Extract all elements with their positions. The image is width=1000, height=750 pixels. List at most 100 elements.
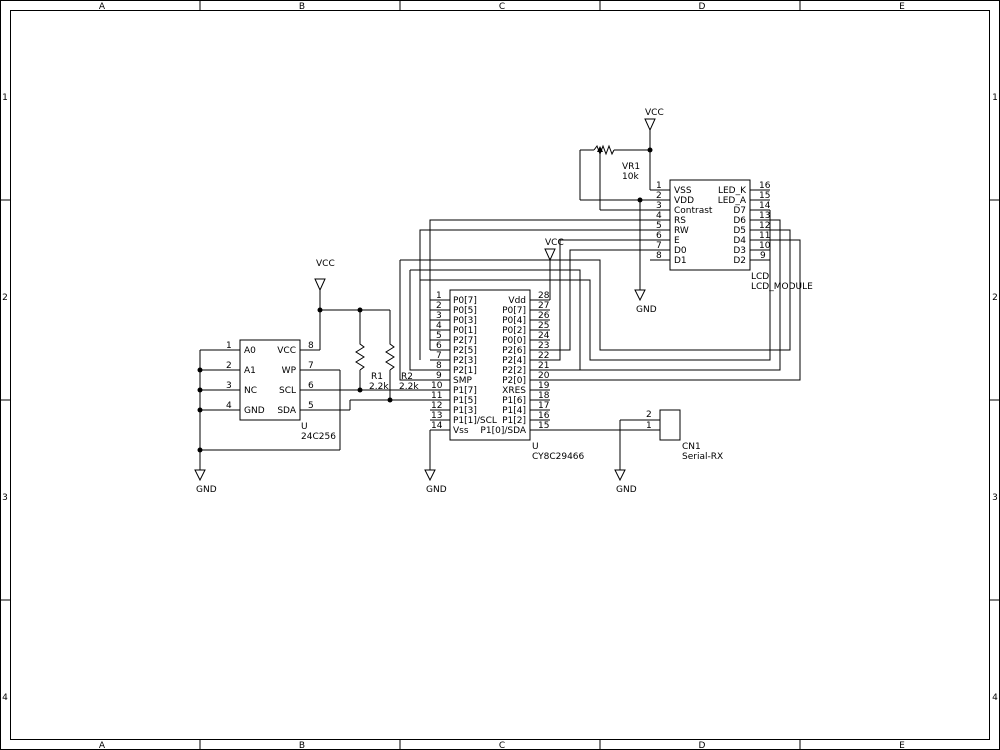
connector-ref: CN1 — [682, 442, 701, 452]
lcd-pin-number: 14 — [759, 201, 771, 211]
lcd-pin-name: VSS — [674, 186, 692, 196]
resistor-ref: R2 — [401, 372, 413, 382]
junction-dot — [197, 387, 203, 393]
mcu-pin-name: P1[5] — [453, 396, 477, 406]
mcu-value: CY8C29466 — [532, 452, 585, 462]
eeprom-24c256[interactable]: 1 2 3 4 A0 A1 NC GND 8 7 6 5 VCC WP SCL … — [200, 339, 360, 442]
frame-column-label: A — [99, 741, 106, 750]
lcd-pin-number: 16 — [759, 181, 771, 191]
eeprom-pin-number: 6 — [308, 381, 314, 391]
frame-column-label: C — [499, 2, 505, 12]
frame-row-label: 3 — [992, 493, 998, 503]
lcd-pin-name: RW — [674, 226, 689, 236]
lcd-pin-number: 12 — [759, 221, 770, 231]
frame-row-label: 2 — [992, 293, 998, 303]
lcd-pin-number: 13 — [759, 211, 770, 221]
frame-column-label: D — [699, 2, 706, 12]
mcu-pin-number: 1 — [436, 291, 442, 301]
mcu-pin-number: 20 — [538, 371, 550, 381]
lcd-pin-number: 8 — [656, 251, 662, 261]
frame-column-label: E — [899, 741, 905, 750]
potentiometer-vr1[interactable]: VR1 10k — [593, 144, 640, 182]
eeprom-pin-name: SDA — [277, 406, 296, 416]
mcu-cy8c29466[interactable]: U CY8C29466 — [449, 289, 585, 462]
mcu-pin-name: P0[3] — [453, 316, 477, 326]
lcd-pin-number: 15 — [759, 191, 770, 201]
connector-pin-number: 2 — [646, 410, 652, 420]
junction-dot — [197, 367, 203, 373]
mcu-pin-number: 8 — [436, 361, 442, 371]
lcd-pin-name: RS — [674, 216, 686, 226]
lcd-pin-name: D6 — [733, 216, 746, 226]
mcu-pin-number: 18 — [538, 391, 550, 401]
mcu-pin-name: P1[7] — [453, 386, 477, 396]
resistor-value: 2.2k — [399, 382, 419, 392]
mcu-pin-name: P2[4] — [502, 356, 526, 366]
eeprom-value: 24C256 — [301, 432, 336, 442]
mcu-pin-name: P1[3] — [453, 406, 477, 416]
lcd-module[interactable]: 1 2 3 4 5 6 7 8 VSS VDD Contrast RS RW E… — [640, 179, 813, 292]
mcu-pin-name: P0[1] — [453, 326, 477, 336]
mcu-pin-number: 28 — [538, 291, 550, 301]
eeprom-pin-number: 4 — [226, 401, 232, 411]
connector-value: Serial-RX — [682, 452, 723, 462]
mcu-pin-name: P1[1]/SCL — [453, 416, 497, 426]
lcd-pin-number: 4 — [656, 211, 662, 221]
mcu-pin-number: 5 — [436, 331, 442, 341]
vcc-symbol: VCC — [314, 259, 335, 292]
junction-dot — [197, 407, 203, 413]
lcd-pin-name: D1 — [674, 256, 687, 266]
lcd-pin-number: 9 — [760, 251, 766, 261]
lcd-value: LCD_MODULE — [751, 282, 813, 292]
frame-column-label: B — [299, 2, 305, 12]
frame-column-label: C — [499, 741, 505, 750]
mcu-pin-number: 14 — [431, 421, 443, 431]
pot-ref: VR1 — [622, 162, 640, 172]
vcc-label: VCC — [316, 259, 335, 269]
pot-value: 10k — [622, 172, 639, 182]
mcu-pin-number: 22 — [538, 351, 549, 361]
lcd-pin-name: VDD — [674, 196, 694, 206]
frame-row-label: 2 — [2, 293, 8, 303]
mcu-pin-name: P0[0] — [502, 336, 526, 346]
mcu-pin-name: P0[7] — [502, 306, 526, 316]
resistor-r1[interactable]: R1 2.2k — [355, 340, 389, 392]
mcu-pin-number: 10 — [431, 381, 443, 391]
mcu-pin-name: P0[7] — [453, 296, 477, 306]
lcd-pin-name: LED_A — [718, 196, 747, 206]
resistor-r2[interactable]: R2 2.2k — [385, 340, 419, 392]
mcu-pin-number: 16 — [538, 411, 550, 421]
mcu-ref: U — [532, 442, 539, 452]
frame-column-label: B — [299, 741, 305, 750]
vcc-label: VCC — [645, 108, 664, 118]
mcu-pin-name: Vss — [453, 426, 469, 436]
junction-dot — [317, 307, 323, 313]
eeprom-pin-name: NC — [244, 386, 257, 396]
mcu-pins: 1 2 3 4 5 6 7 8 9 10 11 12 13 14 P0[7] P… — [430, 291, 550, 436]
mcu-pin-name: P2[0] — [502, 376, 526, 386]
frame-row-label: 1 — [2, 93, 8, 103]
mcu-pin-name: P2[3] — [453, 356, 477, 366]
mcu-pin-name: P1[2] — [502, 416, 526, 426]
mcu-pin-name: P1[4] — [502, 406, 526, 416]
mcu-pin-number: 3 — [436, 311, 442, 321]
eeprom-pin-name: WP — [282, 366, 297, 376]
eeprom-pin-number: 1 — [226, 341, 232, 351]
mcu-pin-number: 17 — [538, 401, 549, 411]
mcu-pin-name: P0[2] — [502, 326, 526, 336]
eeprom-pin-number: 3 — [226, 381, 232, 391]
frame-column-label: D — [699, 741, 706, 750]
frame-row-label: 1 — [992, 93, 998, 103]
connector-cn1[interactable]: GND 2 1 CN1 Serial-RX — [550, 409, 723, 495]
eeprom-pin-name: SCL — [279, 386, 296, 396]
mcu-pin-number: 23 — [538, 341, 549, 351]
mcu-pin-number: 24 — [538, 331, 550, 341]
lcd-pin-name: E — [674, 236, 680, 246]
eeprom-pin-number: 5 — [308, 401, 314, 411]
eeprom-pin-number: 2 — [226, 361, 232, 371]
mcu-pin-number: 4 — [436, 321, 442, 331]
mcu-pin-number: 6 — [436, 341, 442, 351]
gnd-symbol: GND — [194, 469, 217, 495]
